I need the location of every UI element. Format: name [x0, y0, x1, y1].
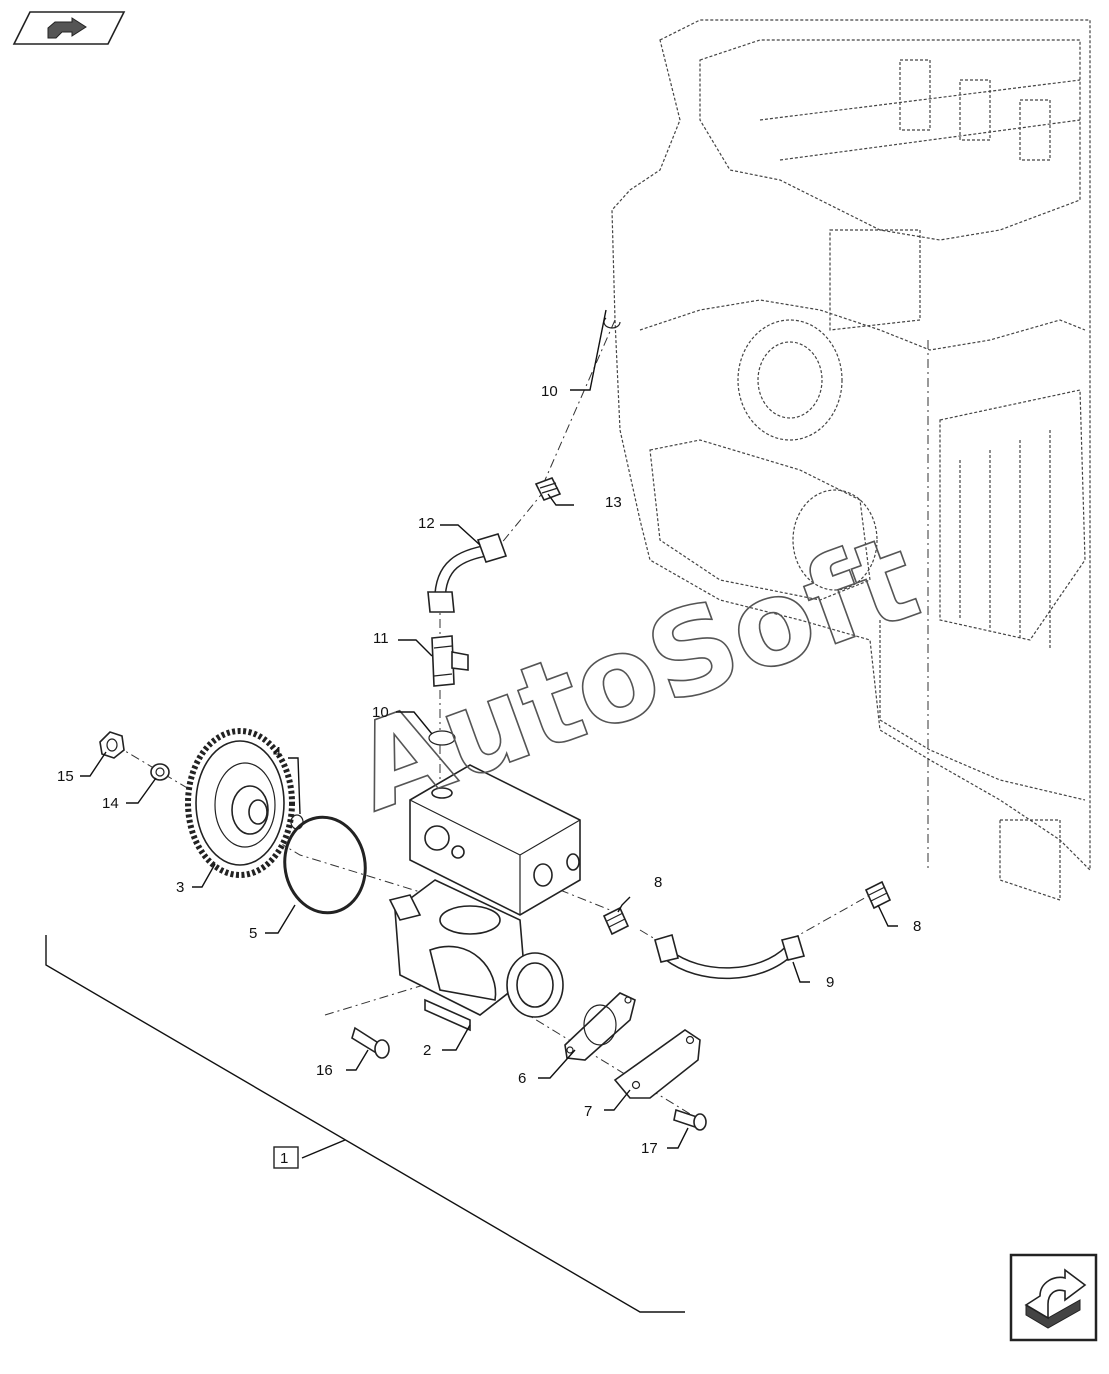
next-page-icon[interactable]: [1009, 1253, 1098, 1342]
leader-lines: [80, 309, 898, 1149]
callout-14: 14: [102, 795, 119, 812]
callout-10-upper: 10: [541, 383, 558, 400]
assembly-label: 1: [280, 1150, 288, 1167]
compressor-pipe: [654, 933, 806, 980]
callout-13: 13: [605, 494, 622, 511]
callout-9: 9: [826, 974, 834, 991]
callout-4: 4: [273, 744, 281, 761]
gear-washer: [150, 763, 170, 781]
previous-page-icon[interactable]: [12, 11, 126, 45]
assembly-reference: 1: [273, 1146, 299, 1169]
air-compressor: [388, 764, 581, 1032]
gear-nut: [99, 731, 125, 759]
cover-plate: [613, 1029, 701, 1099]
tee-fitting: [431, 635, 469, 687]
cover-bolt: [673, 1108, 707, 1131]
callout-3: 3: [176, 879, 184, 896]
large-o-ring: [283, 815, 367, 915]
retaining-clip-lower: [428, 730, 456, 746]
flange-gasket: [564, 992, 636, 1061]
callout-15: 15: [57, 768, 74, 785]
bent-pipe: [427, 533, 508, 613]
union-fitting: [534, 476, 562, 502]
callout-10-lower: 10: [372, 704, 389, 721]
callout-11: 11: [373, 630, 389, 647]
fitting-left: [602, 906, 630, 936]
watermark: AutoSoft: [335, 507, 935, 839]
engine-block: [611, 19, 1091, 901]
callout-8-left: 8: [654, 874, 662, 891]
callout-5: 5: [249, 925, 257, 942]
assembly-bracket: [45, 935, 685, 1313]
callout-2: 2: [423, 1042, 431, 1059]
callout-8-right: 8: [913, 918, 921, 935]
drive-gear: [185, 728, 295, 878]
callout-6: 6: [518, 1070, 526, 1087]
callout-7: 7: [584, 1103, 592, 1120]
mounting-bolt: [351, 1026, 390, 1059]
callout-labels: 10 13 12 11 10 4 15 14 3 5 8 8 9 2 6 7 1…: [57, 383, 921, 1157]
callout-17: 17: [641, 1140, 658, 1157]
fitting-right: [864, 880, 892, 910]
watermark-text: AutoSoft: [336, 508, 934, 838]
callout-12: 12: [418, 515, 435, 532]
callout-16: 16: [316, 1062, 333, 1079]
